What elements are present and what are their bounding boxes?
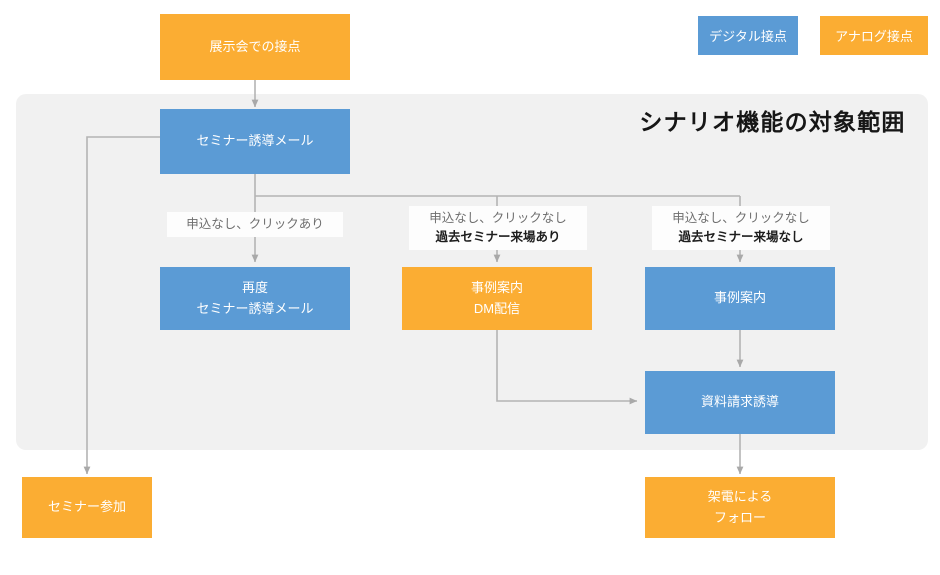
condition-visit-no: 申込なし、クリックなし 過去セミナー来場なし	[652, 206, 830, 250]
condition-visit-no-bold: 過去セミナー来場なし	[678, 229, 804, 244]
node-exhibition-line-0: 展示会での接点	[209, 38, 301, 54]
node-seminar-join-line-0: セミナー参加	[47, 499, 126, 515]
node-case-guide-line-0: 事例案内	[713, 290, 766, 306]
node-call-follow-line-1: フォロー	[713, 509, 766, 525]
condition-visit-yes-bold: 過去セミナー来場あり	[435, 229, 561, 244]
node-case-dm[interactable]: 事例案内 DM配信	[402, 267, 592, 330]
legend-label-analog: アナログ接点	[835, 29, 913, 44]
node-doc-request[interactable]: 資料請求誘導	[645, 371, 835, 434]
condition-visit-yes: 申込なし、クリックなし 過去セミナー来場あり	[409, 206, 587, 250]
scope-title: シナリオ機能の対象範囲	[639, 109, 906, 135]
condition-click-yes-top: 申込なし、クリックあり	[186, 217, 324, 231]
condition-click-yes: 申込なし、クリックあり	[167, 212, 343, 237]
legend-label-digital: デジタル接点	[709, 29, 787, 44]
condition-visit-yes-top: 申込なし、クリックなし	[429, 211, 567, 225]
node-remail-line-0: 再度	[241, 280, 268, 296]
node-seminar-mail[interactable]: セミナー誘導メール	[160, 109, 350, 174]
node-case-guide[interactable]: 事例案内	[645, 267, 835, 330]
node-call-follow-line-0: 架電による	[707, 489, 773, 505]
node-case-dm-line-1: DM配信	[473, 300, 521, 316]
node-call-follow[interactable]: 架電による フォロー	[645, 477, 835, 538]
legend-chip-digital: デジタル接点	[698, 16, 798, 55]
node-remail[interactable]: 再度 セミナー誘導メール	[160, 267, 350, 330]
node-seminar-join[interactable]: セミナー参加	[22, 477, 152, 538]
condition-visit-no-top: 申込なし、クリックなし	[672, 211, 810, 225]
node-exhibition[interactable]: 展示会での接点	[160, 14, 350, 80]
node-doc-request-line-0: 資料請求誘導	[700, 394, 779, 410]
node-remail-line-1: セミナー誘導メール	[196, 300, 314, 316]
node-seminar-mail-line-0: セミナー誘導メール	[196, 133, 314, 149]
node-case-dm-line-0: 事例案内	[470, 280, 523, 296]
legend-chip-analog: アナログ接点	[820, 16, 928, 55]
